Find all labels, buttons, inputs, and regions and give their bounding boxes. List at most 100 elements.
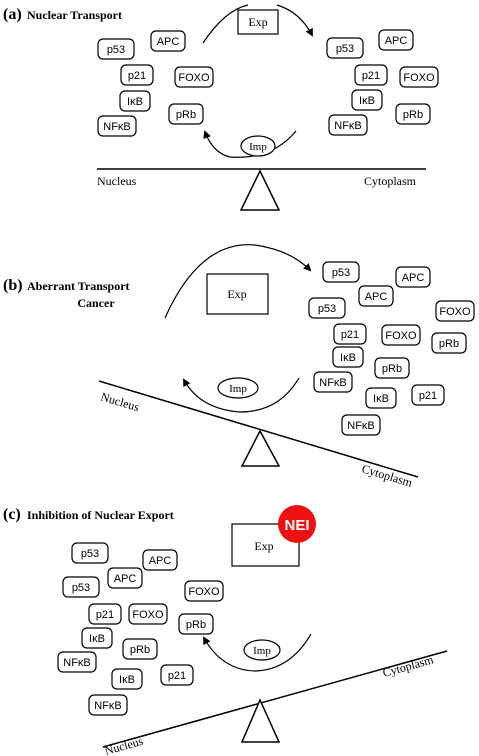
panel-c-nucleus-label: Nucleus (103, 734, 145, 756)
panel-a-fulcrum (239, 169, 281, 211)
protein-label: p53 (72, 582, 90, 594)
protein-label: pRb (176, 109, 196, 121)
protein-label: FOXO (403, 72, 435, 84)
protein-label: IκB (119, 674, 135, 686)
protein-box (332, 346, 364, 368)
protein-label: APC (365, 291, 388, 303)
protein-box (71, 542, 109, 564)
protein-prb: pRb (178, 613, 214, 635)
protein-label: APC (385, 35, 408, 47)
protein-label: pRb (382, 363, 402, 375)
protein-label: IκB (127, 96, 143, 108)
protein-label: NFκB (63, 657, 91, 669)
protein-label: IκB (359, 95, 375, 107)
protein-prb: pRb (395, 103, 431, 125)
panel-c-inhibitor-circle (278, 505, 316, 543)
protein-label: FOXO (132, 609, 164, 621)
protein-apc: APC (150, 30, 186, 52)
protein-box (81, 627, 113, 649)
protein-p53: p53 (97, 38, 135, 60)
protein-label: p53 (332, 267, 350, 279)
protein-nfkb: NFκB (341, 414, 381, 436)
protein-nfkb: NFκB (88, 694, 128, 716)
protein-nfkb: NFκB (313, 371, 353, 393)
panel-c-importer-label: Imp (253, 645, 271, 657)
panel-c-inhibitor-label: NEI (284, 517, 309, 534)
protein-nfkb: NFκB (328, 114, 368, 136)
protein-label: IκB (89, 633, 105, 645)
protein-ikb: IκB (111, 668, 143, 690)
panel-b-title: Aberrant Transport (27, 279, 130, 293)
protein-ikb: IκB (332, 346, 364, 368)
protein-box (107, 567, 143, 589)
panel-c-importer-ellipse (243, 639, 281, 661)
protein-p21: p21 (88, 603, 122, 625)
protein-box (365, 387, 397, 409)
protein-p53: p53 (308, 297, 346, 319)
protein-label: p21 (168, 670, 186, 682)
protein-box (88, 694, 128, 716)
protein-box (326, 37, 364, 59)
protein-box (341, 414, 381, 436)
protein-foxo: FOXO (435, 300, 475, 322)
protein-label: NFκB (347, 420, 375, 432)
protein-nfkb: NFκB (97, 115, 137, 137)
protein-box (328, 114, 368, 136)
protein-label: FOXO (439, 306, 471, 318)
panel-a-export-arc-right (276, 4, 313, 37)
panel-a-exporter-label: Exp (248, 15, 267, 29)
panel-c-cytoplasm-label: Cytoplasm (381, 652, 435, 680)
protein-label: p21 (96, 609, 114, 621)
protein-label: APC (157, 36, 180, 48)
panel-b-fulcrum (240, 429, 281, 467)
panel-c-fulcrum (240, 698, 281, 743)
panel-c-title: Inhibition of Nuclear Export (27, 508, 174, 522)
protein-box (111, 668, 143, 690)
protein-label: p21 (341, 329, 359, 341)
protein-label: NFκB (94, 700, 122, 712)
protein-foxo: FOXO (184, 580, 224, 602)
protein-ikb: IκB (119, 90, 151, 112)
protein-prb: pRb (168, 103, 204, 125)
protein-box (435, 300, 475, 322)
panel-c: (c) Inhibition of Nuclear Export Exp NEI… (3, 505, 448, 756)
panel-c-letter: (c) (3, 506, 21, 523)
protein-label: p53 (81, 548, 99, 560)
protein-box (378, 29, 414, 51)
protein-label: p21 (362, 70, 380, 82)
protein-box (395, 266, 431, 288)
protein-box (178, 613, 214, 635)
protein-apc: APC (107, 567, 143, 589)
panel-b-exporter-label: Exp (227, 287, 246, 301)
panel-b-exporter-box (206, 273, 269, 315)
panel-b-importer-label: Imp (229, 383, 247, 395)
protein-box (62, 576, 100, 598)
protein-box (97, 115, 137, 137)
protein-prb: pRb (431, 332, 467, 354)
panel-a-export-arc-left (202, 4, 249, 44)
protein-box (160, 664, 194, 686)
protein-p53: p53 (71, 542, 109, 564)
protein-box (411, 384, 445, 406)
panel-c-import-arc (203, 633, 312, 672)
protein-box (381, 324, 421, 346)
panel-a-cytoplasm-label: Cytoplasm (364, 174, 417, 188)
protein-label: p53 (107, 44, 125, 56)
protein-ikb: IκB (365, 387, 397, 409)
protein-box (120, 64, 154, 86)
protein-label: NFκB (319, 377, 347, 389)
protein-apc: APC (395, 266, 431, 288)
protein-prb: pRb (374, 357, 410, 379)
panel-a-title: Nuclear Transport (27, 8, 122, 22)
protein-label: FOXO (385, 330, 417, 342)
panel-b-nucleus-label: Nucleus (99, 389, 141, 414)
protein-p21: p21 (160, 664, 194, 686)
protein-ikb: IκB (351, 89, 383, 111)
protein-apc: APC (378, 29, 414, 51)
panel-a: (a) Nuclear Transport Exp Imp Nucleus Cy… (3, 4, 439, 211)
protein-foxo: FOXO (128, 603, 168, 625)
protein-box (174, 66, 214, 88)
protein-label: NFκB (334, 120, 362, 132)
